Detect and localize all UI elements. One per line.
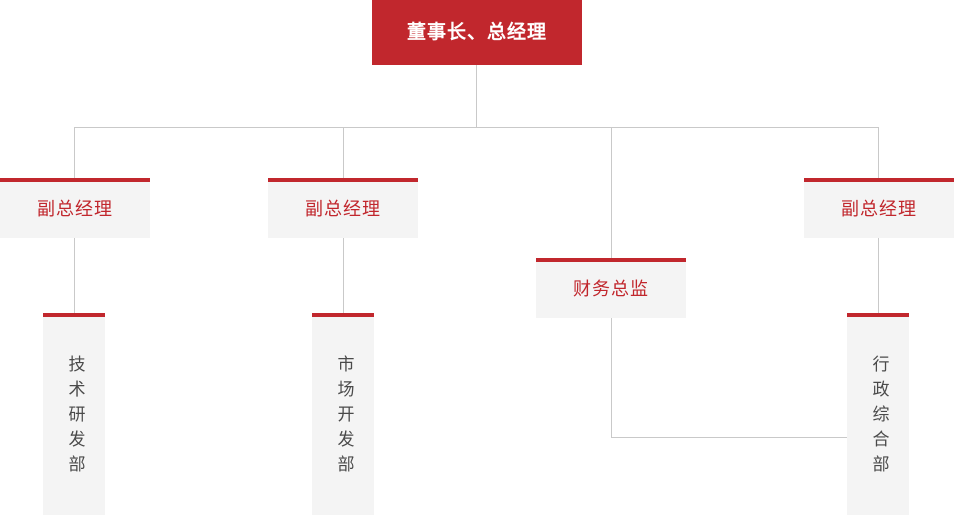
connector-vp2-to-dept <box>343 238 344 313</box>
connector-drop-vp-1 <box>74 127 75 178</box>
connector-drop-vp-2 <box>343 127 344 178</box>
node-department-market-development[interactable]: 市场开发部 <box>312 313 374 515</box>
connector-root-stem <box>476 65 477 127</box>
node-department-rd-label: 技术研发部 <box>64 355 85 480</box>
connector-vp1-to-dept <box>74 238 75 313</box>
node-vice-general-manager-2[interactable]: 副总经理 <box>268 178 418 238</box>
node-financial-director-label: 财务总监 <box>573 279 649 300</box>
connector-vp3-to-dept <box>878 238 879 313</box>
node-department-rd[interactable]: 技术研发部 <box>43 313 105 515</box>
node-department-administration[interactable]: 行政综合部 <box>847 313 909 515</box>
node-department-market-development-label: 市场开发部 <box>333 355 354 480</box>
node-financial-director[interactable]: 财务总监 <box>536 258 686 318</box>
node-department-administration-label: 行政综合部 <box>868 355 889 480</box>
node-vice-general-manager-2-label: 副总经理 <box>305 199 381 220</box>
node-vice-general-manager-3[interactable]: 副总经理 <box>804 178 954 238</box>
node-chairman-general-manager[interactable]: 董事长、总经理 <box>372 0 582 65</box>
connector-drop-vp-3 <box>878 127 879 178</box>
node-vice-general-manager-1[interactable]: 副总经理 <box>0 178 150 238</box>
node-chairman-general-manager-label: 董事长、总经理 <box>406 21 547 43</box>
connector-drop-cfo <box>611 127 612 258</box>
connector-horizontal-bus <box>74 127 879 128</box>
connector-cfo-elbow-horizontal <box>611 437 851 438</box>
node-vice-general-manager-1-label: 副总经理 <box>37 199 113 220</box>
connector-cfo-elbow-vertical <box>611 318 612 438</box>
node-vice-general-manager-3-label: 副总经理 <box>841 199 917 220</box>
